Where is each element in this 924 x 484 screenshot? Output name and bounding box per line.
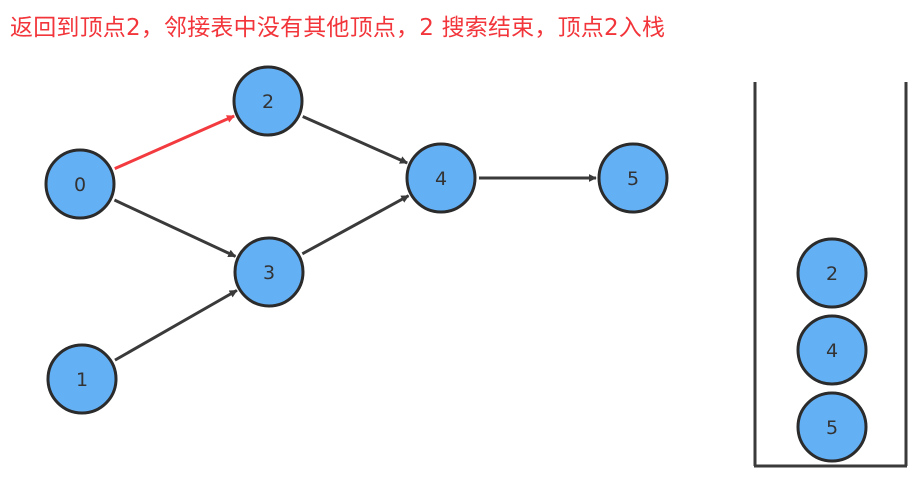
stack-items-layer: 2 4 5 [796, 237, 868, 463]
node-circle [232, 65, 304, 137]
stack-item: 2 [796, 237, 868, 309]
edge-0-to-3 [113, 198, 237, 258]
node-1: 1 [46, 343, 118, 415]
nodes-layer: 0 1 2 3 4 5 [44, 65, 669, 415]
node-circle [233, 236, 305, 308]
node-3: 3 [233, 236, 305, 308]
stack-item-label: 5 [826, 417, 838, 439]
stack-item-circle [796, 237, 868, 309]
node-4: 4 [405, 142, 477, 214]
node-label: 3 [263, 262, 275, 284]
node-0: 0 [44, 148, 116, 220]
node-circle [405, 142, 477, 214]
edges-layer [113, 114, 597, 362]
stack-item-circle [796, 314, 868, 386]
node-label: 2 [262, 91, 274, 113]
node-5: 5 [597, 142, 669, 214]
stack-item-label: 4 [826, 340, 838, 362]
node-circle [44, 148, 116, 220]
node-circle [46, 343, 118, 415]
node-label: 5 [627, 168, 639, 190]
stack-item-label: 2 [826, 263, 838, 285]
edge-2-to-4 [302, 115, 408, 165]
node-label: 1 [76, 369, 88, 391]
step-caption: 返回到顶点2，邻接表中没有其他顶点，2 搜索结束，顶点2入栈 [10, 15, 666, 41]
node-2: 2 [232, 65, 304, 137]
edge-1-to-3 [114, 289, 238, 362]
node-circle [597, 142, 669, 214]
node-label: 0 [74, 174, 86, 196]
stack-container [753, 82, 908, 468]
edge-3-to-4 [301, 194, 410, 256]
stack-item-circle [796, 391, 868, 463]
node-label: 4 [435, 168, 447, 190]
edge-0-to-2 [114, 114, 235, 171]
stack-item: 4 [796, 314, 868, 386]
stack-item: 5 [796, 391, 868, 463]
